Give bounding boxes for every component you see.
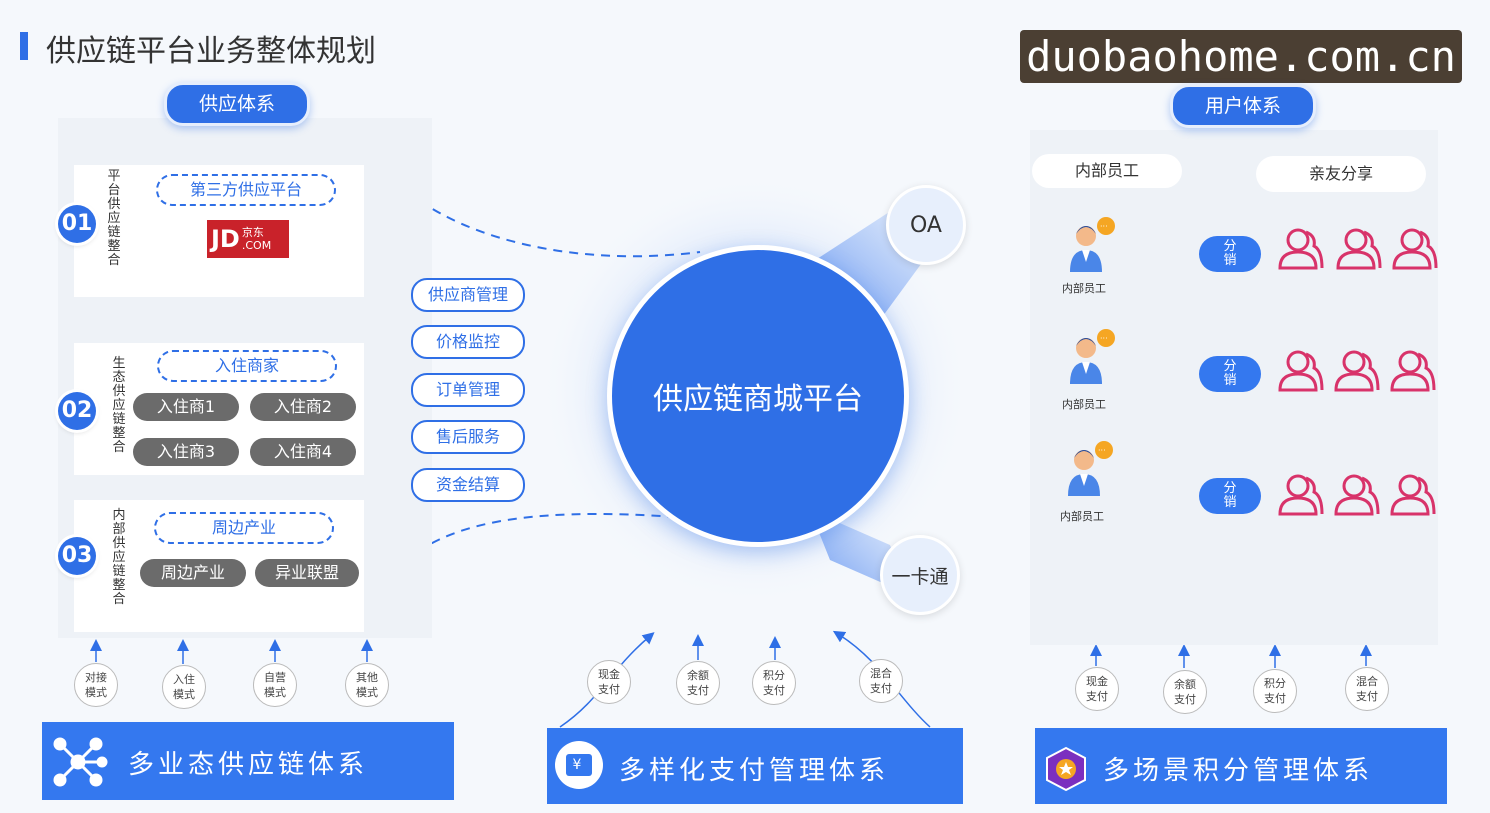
distribution-label: 分销 — [1223, 481, 1237, 510]
mode-self-operated: 自营模式 — [253, 663, 297, 707]
oa-circle: OA — [886, 185, 966, 265]
function-fund-settlement: 资金结算 — [411, 468, 525, 502]
function-supplier-management: 供应商管理 — [411, 278, 525, 312]
merchant-4: 入住商4 — [250, 438, 356, 466]
surrounding-industry-item: 周边产业 — [140, 559, 246, 587]
user-payment-cash-label: 现金支付 — [1086, 675, 1108, 703]
staff-label: 内部员工 — [1060, 510, 1104, 523]
jd-logo-letters: JD — [211, 225, 240, 253]
payment-mixed-label: 混合支付 — [870, 667, 892, 695]
distribution-badge-1: 分销 — [1199, 236, 1261, 272]
mode-settled: 入住模式 — [162, 665, 206, 709]
distribution-label: 分销 — [1223, 239, 1237, 268]
center-platform-circle: 供应链商城平台 — [607, 245, 909, 547]
watermark: duobaohome.com.cn — [1020, 30, 1462, 83]
user-payment-balance: 余额支付 — [1163, 670, 1207, 714]
staff-avatar-icon: ··· — [1068, 441, 1113, 496]
svg-text:···: ··· — [1098, 446, 1106, 455]
staff-label: 内部员工 — [1062, 282, 1106, 295]
one-card-label: 一卡通 — [891, 565, 949, 588]
family-share-column: 亲友分享 — [1256, 156, 1426, 192]
person-icon — [1392, 228, 1438, 270]
third-party-platform-label: 第三方供应平台 — [156, 174, 336, 206]
internal-staff-column: 内部员工 — [1032, 154, 1182, 188]
one-card-circle: 一卡通 — [880, 535, 960, 615]
user-payment-points: 积分支付 — [1253, 669, 1297, 713]
settled-merchants-label: 入住商家 — [157, 350, 337, 382]
person-icon — [1390, 350, 1436, 392]
distribution-badge-3: 分销 — [1199, 478, 1261, 514]
staff-row-2: ··· 内部员工 — [1062, 326, 1118, 412]
payment-cash: 现金支付 — [587, 660, 631, 704]
person-icon — [1390, 474, 1436, 516]
supply-bottom-label: 多业态供应链体系 — [128, 750, 369, 780]
supply-header: 供应体系 — [164, 82, 310, 126]
section-02-number: 02 — [58, 392, 96, 430]
cross-industry-alliance-item: 异业联盟 — [255, 559, 359, 587]
section-01-vertical-label: 平台供应链整合 — [107, 169, 121, 268]
user-payment-balance-label: 余额支付 — [1174, 678, 1196, 706]
network-icon — [53, 737, 108, 787]
section-03-vertical-label: 内部供应链整合 — [112, 508, 126, 607]
payment-points-label: 积分支付 — [763, 669, 785, 697]
section-01-number: 01 — [58, 205, 96, 243]
payment-icon: ¥ — [555, 741, 603, 789]
person-icon — [1278, 474, 1324, 516]
svg-text:···: ··· — [1100, 222, 1108, 231]
payment-bottom-bar: ¥ 多样化支付管理体系 — [547, 728, 963, 804]
distribution-badge-2: 分销 — [1199, 356, 1261, 392]
section-03-number: 03 — [58, 537, 96, 575]
payment-balance-label: 余额支付 — [687, 669, 709, 697]
oa-label: OA — [910, 212, 942, 238]
staff-label: 内部员工 — [1062, 398, 1106, 411]
jd-logo-cn: 京东 — [241, 226, 264, 239]
staff-avatar-icon: ··· — [1070, 329, 1115, 384]
merchant-2: 入住商2 — [250, 393, 356, 421]
center-platform-label: 供应链商城平台 — [653, 382, 863, 417]
jd-logo-com: .COM — [241, 239, 272, 252]
function-order-management: 订单管理 — [411, 373, 525, 407]
function-price-monitoring: 价格监控 — [411, 325, 525, 359]
mode-docking-label: 对接模式 — [85, 671, 107, 699]
staff-avatar-icon: ··· — [1070, 217, 1115, 272]
jd-logo: JD 京东 .COM — [207, 220, 289, 258]
user-payment-mixed-label: 混合支付 — [1356, 675, 1378, 703]
staff-row-3: ··· 内部员工 — [1060, 438, 1116, 524]
user-payment-mixed: 混合支付 — [1345, 667, 1389, 711]
mode-settled-label: 入住模式 — [173, 673, 195, 701]
surrounding-industry-label: 周边产业 — [154, 512, 334, 544]
payment-points: 积分支付 — [752, 661, 796, 705]
mode-other: 其他模式 — [345, 663, 389, 707]
user-payment-points-label: 积分支付 — [1264, 677, 1286, 705]
section-02-vertical-label: 生态供应链整合 — [112, 356, 126, 455]
payment-balance: 余额支付 — [676, 661, 720, 705]
payment-mixed: 混合支付 — [859, 659, 903, 703]
page-title: 供应链平台业务整体规划 — [46, 34, 376, 69]
person-icon — [1336, 228, 1382, 270]
payment-bottom-label: 多样化支付管理体系 — [619, 756, 890, 786]
user-bottom-bar: 多场景积分管理体系 — [1035, 728, 1447, 804]
function-after-sales: 售后服务 — [411, 420, 525, 454]
person-icon — [1334, 474, 1380, 516]
person-icon — [1334, 350, 1380, 392]
points-badge-icon — [1046, 746, 1086, 792]
user-payment-cash: 现金支付 — [1075, 667, 1119, 711]
payment-cash-label: 现金支付 — [598, 668, 620, 696]
mode-self-operated-label: 自营模式 — [264, 671, 286, 699]
mode-other-label: 其他模式 — [356, 671, 378, 699]
user-header: 用户体系 — [1170, 84, 1316, 128]
friends-icon-grid — [1278, 228, 1438, 516]
supply-bottom-bar: 多业态供应链体系 — [42, 722, 454, 800]
merchant-3: 入住商3 — [133, 438, 239, 466]
merchant-1: 入住商1 — [133, 393, 239, 421]
distribution-label: 分销 — [1223, 359, 1237, 388]
title-accent-bar — [20, 32, 28, 60]
person-icon — [1278, 228, 1324, 270]
user-bottom-label: 多场景积分管理体系 — [1103, 756, 1374, 786]
mode-docking: 对接模式 — [74, 663, 118, 707]
staff-row-1: ··· 内部员工 — [1062, 214, 1118, 295]
person-icon — [1278, 350, 1324, 392]
svg-text:···: ··· — [1100, 334, 1108, 343]
